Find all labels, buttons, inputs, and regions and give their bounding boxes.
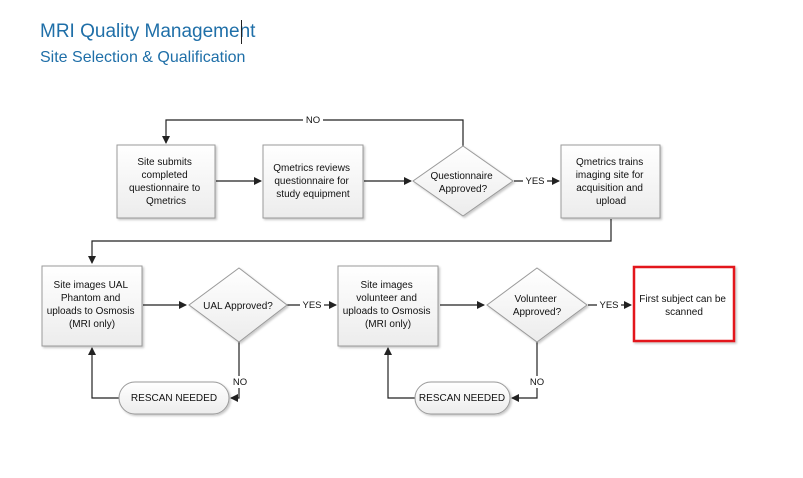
decision-ual-approved: UAL Approved?	[188, 267, 288, 343]
svg-text:Qmetrics trains imaging: Qmetrics trains imaging site for acquisi…	[576, 157, 647, 207]
process-site-submits: Site submits completed questionnaire to …	[116, 144, 216, 219]
svg-text:Volunteer Approved?: Volunteer Approved?	[513, 294, 562, 318]
node-text: scanned	[665, 307, 703, 318]
svg-text:Qmetrics reviews questio: Qmetrics reviews questionnaire for study…	[273, 163, 352, 200]
node-text: Qmetrics	[146, 196, 186, 207]
process-first-subject: First subject can be scanned	[632, 265, 736, 343]
node-text: volunteer and	[356, 293, 417, 304]
page-title: MRI Quality Management	[40, 21, 256, 42]
edge-label-no-3: NO	[530, 377, 544, 388]
edge-n3-n4	[88, 219, 612, 264]
svg-text:Questionnaire Approved?: Questionnaire Approved?	[430, 171, 495, 195]
node-text: Questionnaire	[430, 171, 493, 182]
decision-questionnaire-approved: Questionnaire Approved?	[412, 145, 514, 217]
terminator-rescan-needed-1: RESCAN NEEDED	[118, 381, 230, 415]
edge-label-yes-1: YES	[525, 176, 544, 187]
node-text: (MRI only)	[365, 319, 411, 330]
node-text: Site images	[360, 280, 412, 291]
node-text: Phantom and	[61, 293, 121, 304]
svg-text:Site images volunteer an: Site images volunteer and uploads to Osm…	[343, 280, 434, 330]
svg-text:First subject can be sca: First subject can be scanned	[639, 294, 729, 318]
node-text: questionnaire for	[274, 176, 349, 187]
edge-label-yes-3: YES	[599, 300, 618, 311]
node-text: imaging site for	[576, 170, 644, 181]
node-text: Site submits	[137, 157, 191, 168]
svg-text:RESCAN NEEDED: RESCAN NEEDED	[131, 393, 217, 404]
process-site-images-volunteer: Site images volunteer and uploads to Osm…	[337, 265, 439, 347]
page-subtitle: Site Selection & Qualification	[40, 49, 246, 66]
edge-d3-no	[511, 342, 538, 402]
edge-r2-n5	[384, 347, 415, 399]
process-qmetrics-reviews: Qmetrics reviews questionnaire for study…	[262, 144, 364, 219]
node-text: RESCAN NEEDED	[131, 393, 217, 404]
decision-volunteer-approved: Volunteer Approved?	[486, 267, 588, 343]
node-text: upload	[596, 196, 626, 207]
svg-text:UAL Approved?: UAL Approved?	[203, 301, 273, 312]
text-cursor	[241, 20, 242, 44]
process-site-images-ual: Site images UAL Phantom and uploads to O…	[41, 265, 143, 347]
terminator-rescan-needed-2: RESCAN NEEDED	[414, 381, 511, 415]
svg-text:RESCAN NEEDED: RESCAN NEEDED	[419, 393, 505, 404]
svg-text:Site images UAL Phantom: Site images UAL Phantom and uploads to O…	[47, 280, 138, 330]
edge-label-no-top: NO	[306, 115, 320, 126]
svg-text:Site submits completed: Site submits completed questionnaire to …	[129, 157, 203, 207]
node-text: uploads to Osmosis	[47, 306, 135, 317]
node-text: Approved?	[513, 307, 562, 318]
node-text: RESCAN NEEDED	[419, 393, 505, 404]
edge-label-yes-2: YES	[302, 300, 321, 311]
node-text: (MRI only)	[69, 319, 115, 330]
edge-d2-no	[230, 342, 240, 402]
node-text: study equipment	[276, 189, 350, 200]
node-text: UAL Approved?	[203, 301, 273, 312]
process-qmetrics-trains: Qmetrics trains imaging site for acquisi…	[560, 144, 661, 219]
node-text: uploads to Osmosis	[343, 306, 431, 317]
edge-labels: NO YES YES YES NO NO	[230, 114, 621, 388]
node-text: Volunteer	[514, 294, 557, 305]
edge-r1-n4	[88, 347, 119, 399]
node-text: completed	[142, 170, 188, 181]
node-text: acquisition and	[576, 183, 643, 194]
node-text: questionnaire to	[129, 183, 201, 194]
edge-label-no-2: NO	[233, 377, 247, 388]
node-text: Site images UAL	[54, 280, 129, 291]
node-text: Qmetrics trains	[576, 157, 643, 168]
node-text: Approved?	[439, 184, 488, 195]
node-text: First subject can be	[639, 294, 726, 305]
node-text: Qmetrics reviews	[273, 163, 350, 174]
